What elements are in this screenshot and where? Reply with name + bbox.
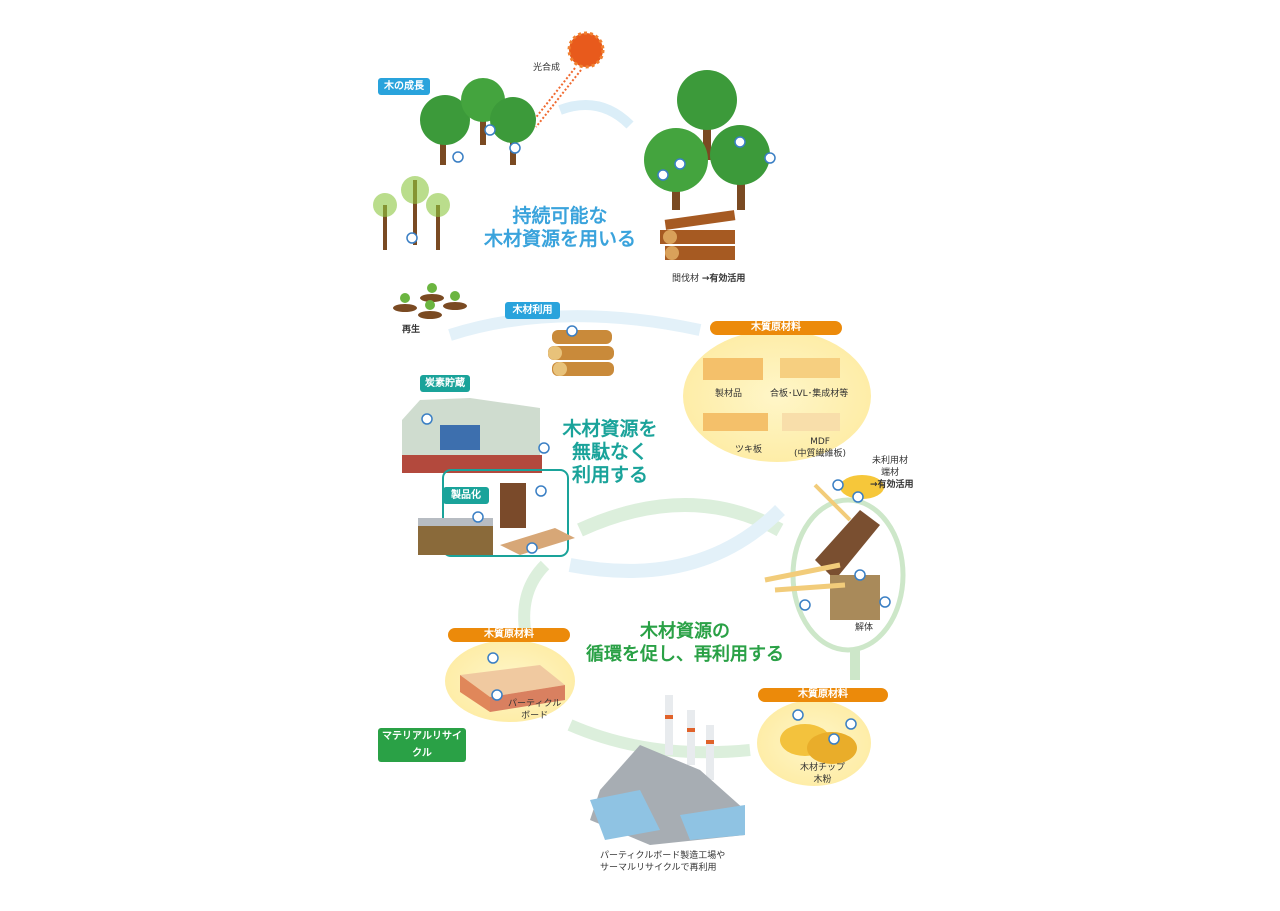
raw-material-ellipse-top <box>683 330 871 462</box>
raw-material-header-right: 木質原材料 <box>758 688 888 702</box>
thinned-wood-text: 間伐材 <box>672 274 700 284</box>
mdf-label-line1: MDF <box>810 437 830 447</box>
mdf-icon <box>782 413 840 431</box>
raw-material-header-left: 木質原材料 <box>448 628 570 642</box>
cycle-title: 木材資源の 循環を促し、再利用する <box>570 620 800 666</box>
unused-line1: 未利用材 <box>871 456 908 466</box>
sustainable-title-line1: 持続可能な <box>512 205 608 227</box>
regeneration-label: 再生 <box>402 325 421 335</box>
particleboard-label: パーティクル ボード <box>508 698 561 722</box>
tree-growth-label: 木の成長 <box>378 78 430 95</box>
unused-line2: 端材 <box>880 468 899 478</box>
sustainable-title: 持続可能な 木材資源を用いる <box>470 205 650 251</box>
no-waste-title-line3: 利用する <box>571 464 648 486</box>
arrow-factory <box>567 719 751 759</box>
particleboard-line2: ボード <box>521 711 549 721</box>
arrow-top-cycle <box>558 100 634 129</box>
wood-chip-line1: 木材チップ <box>800 763 846 773</box>
wood-use-label: 木材利用 <box>505 302 560 319</box>
veneer-label: ツキ板 <box>735 445 763 455</box>
lumber-label: 製材品 <box>715 389 743 399</box>
carbon-badges <box>406 124 891 745</box>
dismantling-label: 解体 <box>855 623 874 633</box>
mdf-label: MDF (中質繊維板) <box>785 436 855 460</box>
raw-material-header-top: 木質原材料 <box>710 321 842 335</box>
no-waste-title-line2: 無駄なく <box>571 441 648 463</box>
arrow-left-up <box>518 560 550 631</box>
thinned-logs-icon <box>660 210 736 260</box>
unused-wood-caption: 未利用材 端材 →有効活用 <box>870 455 914 491</box>
no-waste-title: 木材資源を 無駄なく 利用する <box>555 418 665 487</box>
arrow-mid-return <box>568 505 785 578</box>
tree-icon <box>420 78 536 165</box>
cycle-title-line2: 循環を促し、再利用する <box>586 644 784 665</box>
unused-line3: →有効活用 <box>870 480 914 490</box>
seedling-icon <box>393 283 467 319</box>
material-recycle-label: マテリアルリサイクル <box>378 728 466 762</box>
lumber-icon <box>703 358 763 380</box>
wood-chip-label: 木材チップ 木粉 <box>800 762 845 786</box>
particleboard-line1: パーティクル <box>508 699 562 709</box>
house-icon <box>402 398 542 473</box>
sun-icon <box>567 31 605 69</box>
no-waste-title-line1: 木材資源を <box>562 418 658 440</box>
arrow-wood-use <box>448 310 702 341</box>
thinned-wood-caption: 間伐材 →有効活用 <box>672 273 745 285</box>
sustainable-title-line2: 木材資源を用いる <box>483 228 636 250</box>
mdf-label-line2: (中質繊維板) <box>793 449 847 459</box>
arrow-mid-loop <box>577 498 784 537</box>
products-icon <box>418 483 575 555</box>
veneer-icon <box>703 413 768 431</box>
factory-caption: パーティクルボード製造工場や サーマルリサイクルで再利用 <box>600 850 725 874</box>
factory-caption-line2: サーマルリサイクルで再利用 <box>600 863 717 873</box>
factory-caption-line1: パーティクルボード製造工場や <box>600 851 726 861</box>
factory-icon <box>590 695 745 845</box>
plywood-label: 合板･LVL･集成材等 <box>770 389 849 399</box>
carbon-storage-label: 炭素貯蔵 <box>420 375 470 392</box>
cycle-title-line1: 木材資源の <box>640 621 730 642</box>
effective-use-text: →有効活用 <box>701 274 746 284</box>
wood-chip-line2: 木粉 <box>813 775 832 785</box>
photosynthesis-label: 光合成 <box>533 63 561 73</box>
product-box <box>442 469 569 557</box>
dismantled-wood-icon <box>764 475 884 620</box>
productization-label: 製品化 <box>443 487 489 504</box>
plywood-icon <box>780 358 840 378</box>
log-pile-icon <box>548 330 614 376</box>
